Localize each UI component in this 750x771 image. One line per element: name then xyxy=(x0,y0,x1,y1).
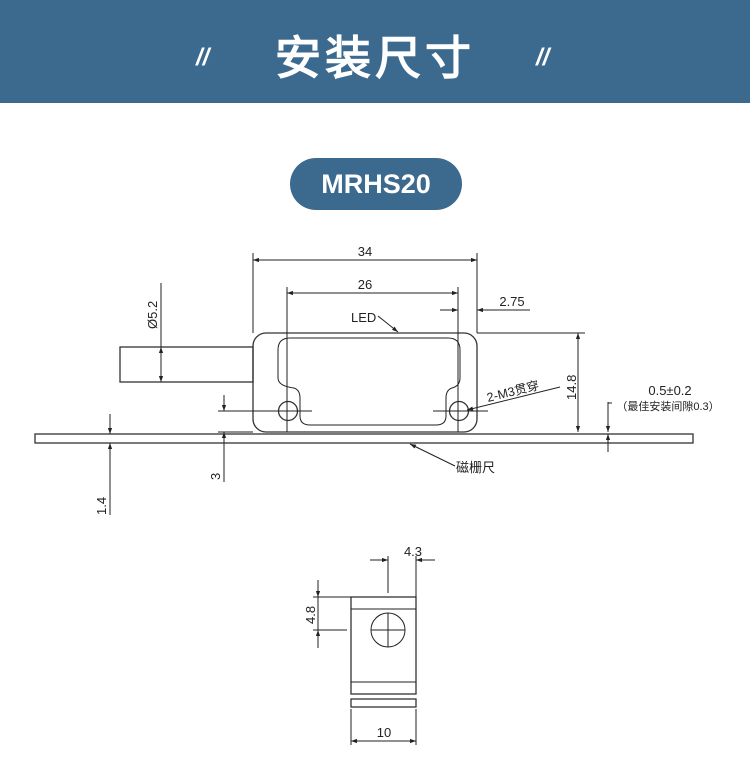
dim-total-width: 34 xyxy=(358,244,372,259)
dim-scale-thickness: 1.4 xyxy=(94,497,109,515)
scale-label: 磁栅尺 xyxy=(456,460,495,475)
page-title: 安装尺寸 xyxy=(275,31,475,85)
dim-hole-x: 4.3 xyxy=(404,544,422,559)
scale-end-view xyxy=(350,698,417,708)
dim-cable-diameter: Ø5.2 xyxy=(145,301,160,329)
gap-label: 0.5±0.2 xyxy=(648,383,691,398)
header-banner xyxy=(0,0,750,103)
header-left-mark: // xyxy=(196,44,210,71)
dim-hole-spacing: 26 xyxy=(358,277,372,292)
dim-width: 10 xyxy=(377,725,391,740)
sensor-end-view xyxy=(350,596,417,695)
dim-height: 14.8 xyxy=(564,375,579,400)
magnetic-scale xyxy=(34,433,694,444)
dim-hole-height: 3 xyxy=(208,473,223,480)
gap-note: （最佳安装间隙0.3） xyxy=(616,399,719,413)
cable xyxy=(119,346,254,383)
holes-label: 2-M3贯穿 xyxy=(485,377,541,404)
model-badge: MRHS20 xyxy=(290,158,462,210)
dim-hole-offset: 2.75 xyxy=(499,294,524,309)
header-right-mark: // xyxy=(536,44,550,71)
led-window xyxy=(277,337,461,426)
dim-hole-y: 4.8 xyxy=(303,606,318,624)
led-label: LED xyxy=(351,310,376,325)
